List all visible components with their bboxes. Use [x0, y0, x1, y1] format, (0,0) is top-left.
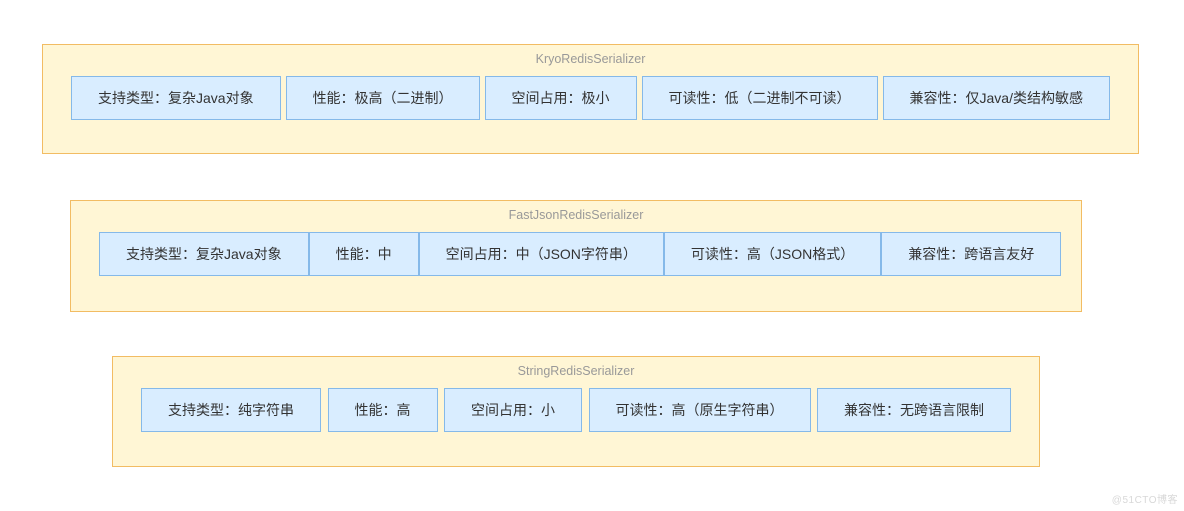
- panel-string-redis-serializer: StringRedisSerializer 支持类型：纯字符串 性能：高 空间占…: [112, 356, 1040, 467]
- panel-fastjson-redis-serializer: FastJsonRedisSerializer 支持类型：复杂Java对象 性能…: [70, 200, 1082, 312]
- panel-title: KryoRedisSerializer: [535, 52, 646, 66]
- panel-kryo-redis-serializer: KryoRedisSerializer 支持类型：复杂Java对象 性能：极高（…: [42, 44, 1139, 154]
- attribute-node-space-usage: 空间占用：小: [444, 388, 582, 432]
- attribute-row: 支持类型：复杂Java对象 性能：中 空间占用：中（JSON字符串） 可读性：高…: [71, 232, 1081, 276]
- attribute-node-readability: 可读性：高（JSON格式）: [663, 232, 882, 276]
- attribute-node-support-type: 支持类型：复杂Java对象: [99, 232, 309, 276]
- attribute-node-support-type: 支持类型：复杂Java对象: [71, 76, 281, 120]
- attribute-node-performance: 性能：中: [308, 232, 419, 276]
- attribute-row: 支持类型：复杂Java对象 性能：极高（二进制） 空间占用：极小 可读性：低（二…: [43, 76, 1138, 120]
- attribute-node-compatibility: 兼容性：跨语言友好: [881, 232, 1062, 276]
- panel-title: FastJsonRedisSerializer: [508, 208, 644, 222]
- watermark: @51CTO博客: [1111, 495, 1178, 506]
- attribute-node-space-usage: 空间占用：中（JSON字符串）: [418, 232, 664, 276]
- attribute-node-compatibility: 兼容性：无跨语言限制: [817, 388, 1011, 432]
- attribute-node-performance: 性能：极高（二进制）: [285, 76, 480, 120]
- attribute-node-compatibility: 兼容性：仅Java/类结构敏感: [882, 76, 1110, 120]
- attribute-row: 支持类型：纯字符串 性能：高 空间占用：小 可读性：高（原生字符串） 兼容性：无…: [113, 388, 1039, 432]
- attribute-node-performance: 性能：高: [327, 388, 438, 432]
- panel-title: StringRedisSerializer: [517, 364, 635, 378]
- attribute-node-readability: 可读性：低（二进制不可读）: [641, 76, 878, 120]
- attribute-node-readability: 可读性：高（原生字符串）: [588, 388, 811, 432]
- attribute-node-support-type: 支持类型：纯字符串: [141, 388, 321, 432]
- attribute-node-space-usage: 空间占用：极小: [484, 76, 637, 120]
